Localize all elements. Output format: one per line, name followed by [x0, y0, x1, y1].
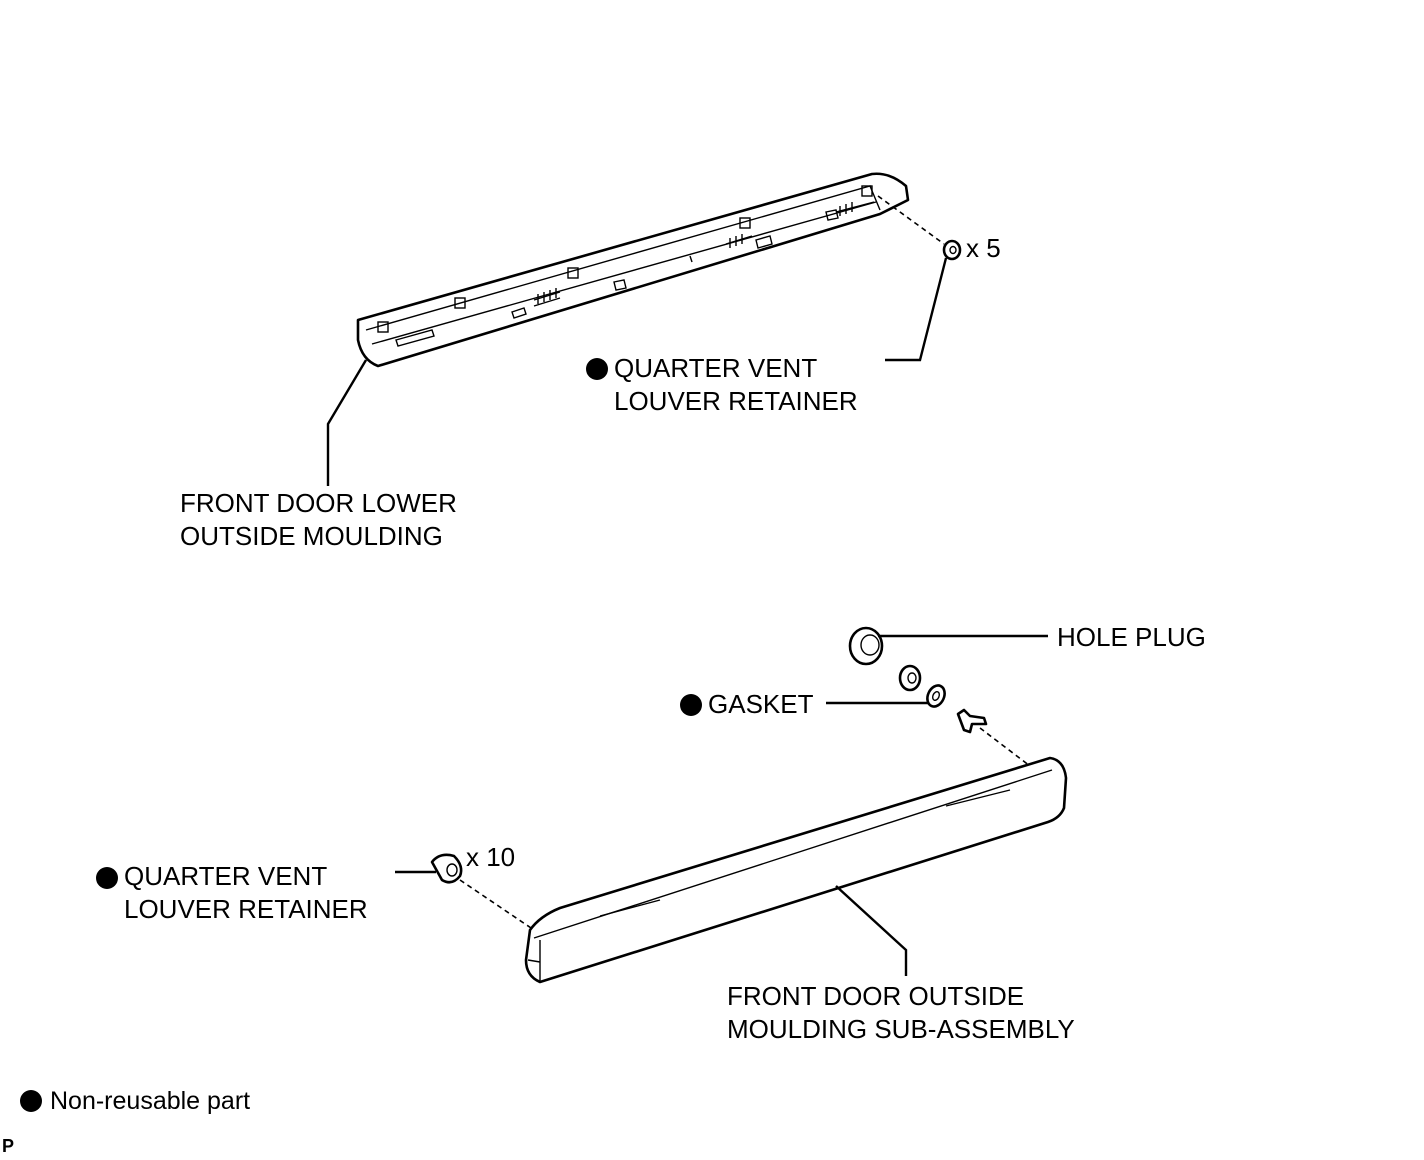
lower-retainer-quantity: x 10 — [466, 842, 516, 872]
upper-retainer-label-line-1: QUARTER VENT — [614, 353, 818, 383]
page-code: P — [2, 1136, 15, 1156]
legend-non-reusable-label: Non-reusable part — [50, 1087, 251, 1115]
front-door-lower-outside-moulding-drawing — [356, 172, 910, 368]
lower-moulding-label-line-2: OUTSIDE MOULDING — [180, 521, 443, 551]
non-reusable-marker-lower-retainer — [96, 867, 118, 889]
upper-retainer-dash-line — [877, 195, 945, 245]
lower-moulding-label: FRONT DOOR LOWER OUTSIDE MOULDING — [180, 487, 457, 553]
lower-retainer-label-line-1: QUARTER VENT — [124, 861, 328, 891]
stud-bolt-drawing — [956, 708, 988, 734]
gasket-drawing — [926, 684, 946, 708]
hole-plug-drawing — [848, 626, 884, 666]
legend-non-reusable-marker — [20, 1090, 42, 1112]
outside-moulding-leader — [835, 885, 908, 976]
hole-plug-label: HOLE PLUG — [1057, 622, 1206, 652]
non-reusable-marker-gasket — [680, 694, 702, 716]
outside-moulding-label-line-1: FRONT DOOR OUTSIDE — [727, 981, 1025, 1011]
upper-retainer-label-line-2: LOUVER RETAINER — [614, 386, 858, 416]
bolt-dash-line — [979, 727, 1031, 767]
lower-retainer-dash-line — [459, 879, 535, 931]
lower-moulding-label-line-1: FRONT DOOR LOWER — [180, 488, 457, 518]
front-door-outside-moulding-drawing — [524, 756, 1068, 984]
gasket-label: GASKET — [708, 689, 814, 719]
lower-moulding-leader — [326, 359, 368, 486]
quarter-vent-louver-retainer-lower-drawing — [430, 853, 463, 884]
spacer-drawing — [898, 664, 922, 692]
non-reusable-marker-upper-retainer — [586, 358, 608, 380]
upper-retainer-leader — [885, 257, 948, 362]
upper-retainer-label: QUARTER VENT LOUVER RETAINER — [614, 352, 858, 418]
lower-retainer-label: QUARTER VENT LOUVER RETAINER — [124, 860, 368, 926]
outside-moulding-label-line-2: MOULDING SUB-ASSEMBLY — [727, 1014, 1075, 1044]
lower-retainer-label-line-2: LOUVER RETAINER — [124, 894, 368, 924]
quarter-vent-louver-retainer-upper-drawing — [942, 239, 962, 261]
upper-retainer-quantity: x 5 — [966, 233, 1001, 263]
outside-moulding-label: FRONT DOOR OUTSIDE MOULDING SUB-ASSEMBLY — [727, 980, 1075, 1046]
